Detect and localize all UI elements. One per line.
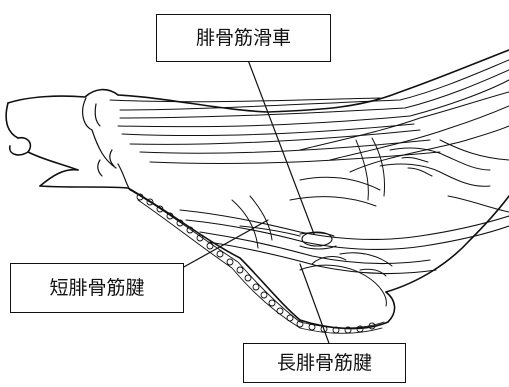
label-peroneal-trochlea: 腓骨筋滑車: [156, 14, 331, 62]
label-peroneus-longus-tendon: 長腓骨筋腱: [243, 343, 406, 383]
leader-peroneal-trochlea: [248, 60, 314, 234]
leader-peroneus-longus: [300, 264, 330, 346]
toe-details: [83, 98, 130, 190]
leader-peroneus-brevis: [182, 220, 268, 268]
ankle-structures: [290, 92, 509, 212]
label-peroneus-brevis-tendon: 短腓骨筋腱: [10, 263, 184, 313]
